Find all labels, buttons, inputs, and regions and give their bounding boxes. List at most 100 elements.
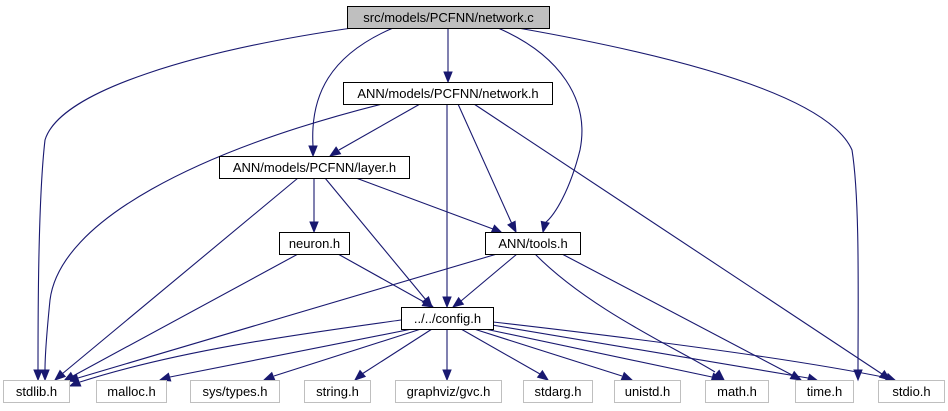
edge-line — [497, 27, 583, 224]
node-label: sys/types.h — [202, 384, 267, 399]
edge-line — [460, 253, 518, 302]
node-box — [219, 156, 410, 179]
node-neuron-h[interactable]: neuron.h — [279, 232, 350, 255]
edge-config-h-to-stdlib-h — [68, 319, 402, 387]
edge-arrowhead — [308, 145, 318, 158]
node-label: ANN/models/PCFNN/layer.h — [233, 160, 396, 175]
node-network-h[interactable]: ANN/models/PCFNN/network.h — [343, 82, 553, 105]
edge-arrowhead — [507, 220, 517, 234]
node-time-h[interactable]: time.h — [795, 380, 854, 403]
edge-arrowhead — [328, 146, 342, 157]
edge-line — [337, 253, 425, 303]
node-stdarg-h[interactable]: stdarg.h — [523, 380, 593, 403]
edge-layer-h-to-tools-h — [355, 177, 504, 234]
edge-line — [355, 177, 494, 230]
node-box — [523, 380, 593, 403]
node-tools-h[interactable]: ANN/tools.h — [485, 232, 581, 255]
edges-layer — [33, 27, 898, 387]
edge-arrowhead — [40, 369, 50, 382]
edge-arrowhead — [421, 297, 435, 308]
node-network-c[interactable]: src/models/PCFNN/network.c — [347, 6, 550, 29]
node-box — [614, 380, 681, 403]
node-malloc-h[interactable]: malloc.h — [96, 380, 167, 403]
edge-tools-h-to-time-h — [561, 253, 803, 381]
node-unistd-h[interactable]: unistd.h — [614, 380, 681, 403]
node-label: unistd.h — [625, 384, 671, 399]
edge-network-c-to-tools-h — [497, 27, 583, 234]
node-label: ../../config.h — [414, 311, 481, 326]
edge-config-h-to-gvc-h — [442, 329, 452, 382]
edge-line — [37, 27, 353, 371]
edge-arrowhead — [262, 371, 276, 381]
node-math-h[interactable]: math.h — [705, 380, 769, 403]
node-label: math.h — [717, 384, 757, 399]
edge-arrowhead — [33, 369, 43, 382]
edge-line — [457, 103, 513, 225]
edge-line — [473, 328, 623, 377]
edge-network-h-to-config-h — [442, 104, 452, 309]
edge-line — [460, 328, 541, 375]
node-box — [343, 82, 553, 105]
edge-config-h-to-stdarg-h — [460, 328, 550, 381]
edge-arrowhead — [540, 220, 550, 234]
node-box — [304, 380, 371, 403]
edge-network-h-to-tools-h — [457, 103, 517, 234]
edge-line — [473, 103, 883, 375]
edge-line — [517, 27, 859, 371]
edge-line — [561, 253, 793, 376]
edge-line — [79, 319, 402, 383]
node-box — [279, 232, 350, 255]
edge-arrowhead — [620, 371, 634, 381]
node-label: stdio.h — [892, 384, 930, 399]
node-box — [395, 380, 502, 403]
edge-arrowhead — [68, 377, 82, 387]
edge-line — [361, 328, 433, 375]
edge-line — [44, 103, 383, 371]
node-label: ANN/models/PCFNN/network.h — [357, 86, 538, 101]
edge-config-h-to-unistd-h — [473, 328, 634, 381]
node-label: stdarg.h — [535, 384, 582, 399]
node-stdio-h[interactable]: stdio.h — [878, 380, 945, 403]
node-gvc-h[interactable]: graphviz/gvc.h — [395, 380, 502, 403]
edge-network-c-to-stdlib-h — [33, 27, 353, 382]
edge-tools-h-to-config-h — [451, 253, 518, 308]
node-label: ANN/tools.h — [498, 236, 567, 251]
edge-arrowhead — [443, 71, 453, 84]
edge-config-h-to-math-h — [484, 328, 724, 382]
edge-line — [484, 328, 713, 378]
edge-arrowhead — [442, 296, 452, 309]
edge-arrowhead — [442, 369, 452, 382]
edge-network-h-to-layer-h — [328, 103, 421, 157]
node-stdlib-h[interactable]: stdlib.h — [3, 380, 70, 403]
node-string-h[interactable]: string.h — [304, 380, 371, 403]
edge-line — [312, 27, 394, 147]
edge-layer-h-to-neuron-h — [309, 178, 319, 234]
nodes-layer: src/models/PCFNN/network.cANN/models/PCF… — [3, 6, 945, 403]
edge-arrowhead — [309, 221, 319, 234]
edge-tools-h-to-math-h — [534, 253, 726, 381]
node-box — [795, 380, 854, 403]
edge-arrowhead — [451, 296, 465, 308]
edge-line — [273, 328, 422, 377]
node-box — [190, 380, 280, 403]
edge-line — [534, 253, 716, 373]
edge-arrowhead — [158, 372, 172, 382]
node-label: stdlib.h — [16, 384, 57, 399]
node-layer-h[interactable]: ANN/models/PCFNN/layer.h — [219, 156, 410, 179]
edge-line — [77, 253, 498, 379]
edge-line — [72, 253, 299, 377]
edge-network-h-to-stdlib-h — [40, 103, 383, 382]
edge-line — [492, 321, 889, 379]
node-label: neuron.h — [289, 236, 340, 251]
node-box — [705, 380, 769, 403]
node-label: malloc.h — [107, 384, 155, 399]
edge-network-c-to-network-h — [443, 28, 453, 84]
edge-line — [338, 103, 421, 151]
node-label: src/models/PCFNN/network.c — [363, 10, 534, 25]
edge-arrowhead — [53, 369, 67, 381]
node-systypes-h[interactable]: sys/types.h — [190, 380, 280, 403]
edge-arrowhead — [536, 369, 550, 381]
node-config-h[interactable]: ../../config.h — [401, 307, 494, 330]
edge-neuron-h-to-config-h — [337, 253, 435, 308]
